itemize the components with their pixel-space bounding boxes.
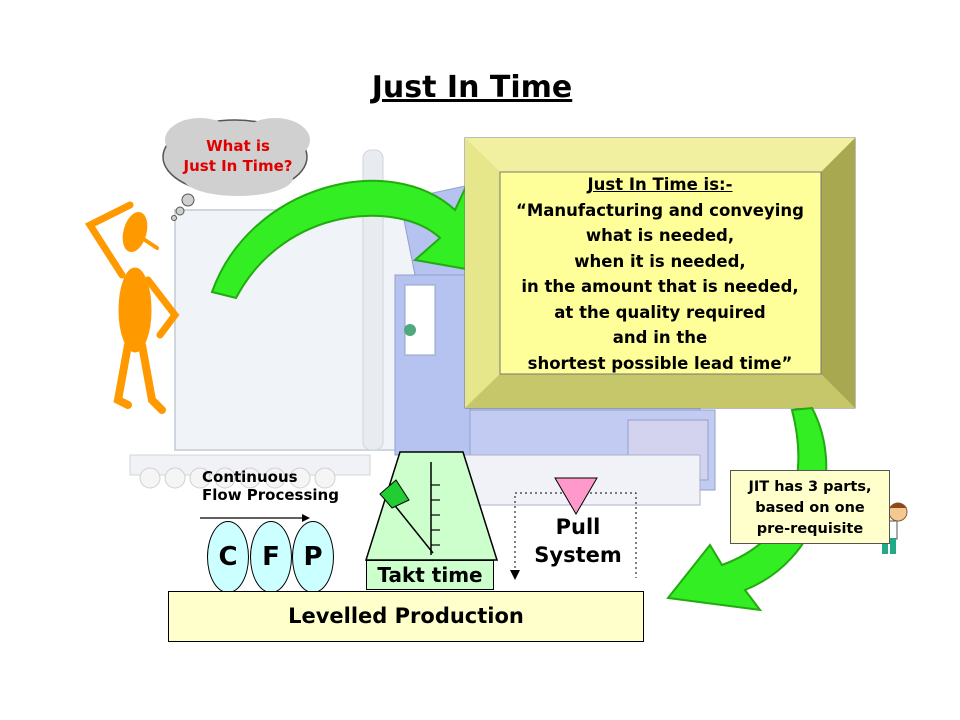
pull-bracket [510, 477, 637, 580]
jit-parts-line: based on one [755, 500, 865, 516]
definition-line: shortest possible lead time” [527, 353, 793, 373]
page-title: Just In Time [371, 70, 573, 105]
definition-line: when it is needed, [574, 251, 746, 271]
pull-system-line: Pull [555, 515, 601, 539]
cfp-arrow [200, 514, 310, 522]
definition-line: at the quality required [554, 302, 766, 322]
jit-parts-line: JIT has 3 parts, [748, 479, 872, 495]
definition-box-frame [464, 137, 856, 409]
cfp-oval-c: C [207, 521, 249, 593]
definition-line: and in the [612, 328, 708, 347]
thought-line: Just In Time? [183, 157, 293, 175]
definition-line: what is needed, [585, 226, 735, 245]
definition-text: Just In Time is:- “Manufacturing and con… [500, 172, 820, 376]
levelled-production-bar: Levelled Production [168, 591, 644, 642]
thought-bubble-text: What is Just In Time? [168, 136, 308, 176]
pull-system-label: Pull System [528, 513, 628, 569]
takt-metronome [364, 451, 499, 561]
definition-line: “Manufacturing and conveying [516, 200, 804, 220]
definition-heading: Just In Time is:- [587, 175, 733, 194]
cfp-oval-p: P [292, 521, 334, 593]
jit-parts-note: JIT has 3 parts, based on one pre-requis… [730, 470, 890, 544]
jit-parts-line: pre-requisite [756, 521, 864, 537]
cfp-label-line: Flow Processing [202, 486, 339, 504]
takt-time-label: Takt time [366, 560, 494, 590]
cfp-oval-f: F [250, 521, 292, 593]
cfp-label-line: Continuous [202, 468, 298, 486]
cfp-label: Continuous Flow Processing [202, 468, 339, 504]
thought-cloud [162, 118, 310, 221]
pull-system-line: System [534, 543, 622, 567]
thinking-figure [84, 201, 180, 414]
thought-line: What is [206, 137, 270, 155]
definition-line: in the amount that is needed, [521, 277, 799, 296]
